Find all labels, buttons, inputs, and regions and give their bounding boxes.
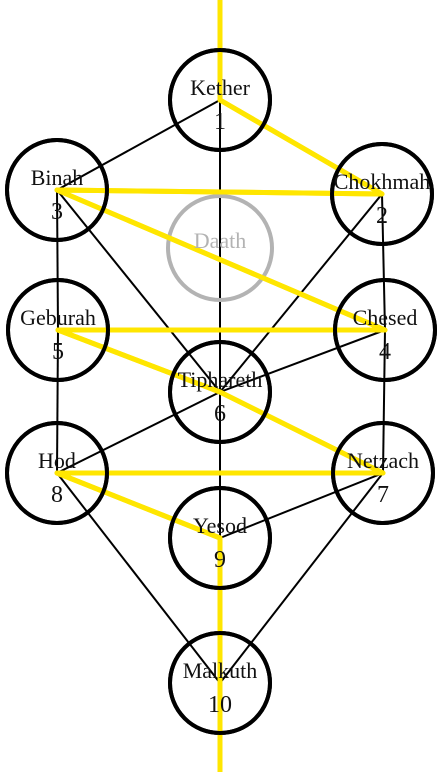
path-kether-binah bbox=[56, 99, 221, 191]
sephira-name: Malkuth bbox=[183, 658, 258, 683]
path-tiphareth-hod bbox=[56, 391, 221, 474]
sephira-number: 7 bbox=[377, 482, 389, 508]
sephira-number: 9 bbox=[214, 547, 226, 573]
sephira-outline-kether bbox=[168, 48, 272, 152]
sephira-outline-chokhmah bbox=[330, 142, 434, 246]
sephira-outline-netzach bbox=[331, 421, 435, 525]
sephira-number: 3 bbox=[51, 199, 63, 225]
daath-circle bbox=[166, 194, 274, 302]
path-geburah-hod bbox=[56, 329, 59, 474]
sephira-name: Binah bbox=[31, 165, 84, 190]
path-binah-tiphareth bbox=[56, 189, 221, 393]
sephira-name: Chokhmah bbox=[334, 169, 431, 194]
path-chokhmah-chesed bbox=[381, 193, 386, 331]
daath-label: Daath bbox=[194, 228, 247, 253]
path-hod-malkuth bbox=[56, 472, 221, 684]
sephira-outline-malkuth bbox=[168, 631, 272, 735]
sephira-outline-tiphareth bbox=[168, 340, 272, 444]
sephira-name: Chesed bbox=[353, 305, 418, 330]
path-chesed-tiphareth bbox=[219, 329, 386, 393]
sephira-number: 6 bbox=[214, 401, 226, 427]
lightning-flash-overlay-line bbox=[54, 0, 388, 772]
sephira-name: Tiphareth bbox=[178, 367, 263, 392]
sephira-outline-yesod bbox=[168, 486, 272, 590]
sephira-number: 2 bbox=[376, 203, 388, 229]
sephira-outline-hod bbox=[5, 421, 109, 525]
path-binah-geburah bbox=[56, 189, 59, 331]
sephira-outline-geburah bbox=[6, 278, 110, 382]
sephira-number: 8 bbox=[51, 482, 63, 508]
path-chesed-netzach bbox=[382, 329, 386, 474]
sephira-number: 4 bbox=[379, 339, 391, 365]
path-netzach-malkuth bbox=[219, 472, 384, 684]
sephira-name: Kether bbox=[190, 75, 251, 100]
sephira-name: Yesod bbox=[193, 513, 247, 538]
sephira-outline-chesed bbox=[333, 278, 437, 382]
sephira-number: 10 bbox=[208, 692, 232, 718]
path-netzach-yesod bbox=[219, 472, 384, 539]
sephira-name: Hod bbox=[38, 448, 76, 473]
sephira-outline-binah bbox=[5, 138, 109, 242]
sephira-name: Geburah bbox=[20, 305, 96, 330]
daath-node bbox=[166, 194, 274, 302]
sephira-name: Netzach bbox=[347, 448, 419, 473]
sephira-number: 1 bbox=[214, 109, 226, 135]
sephira-number: 5 bbox=[52, 339, 64, 365]
